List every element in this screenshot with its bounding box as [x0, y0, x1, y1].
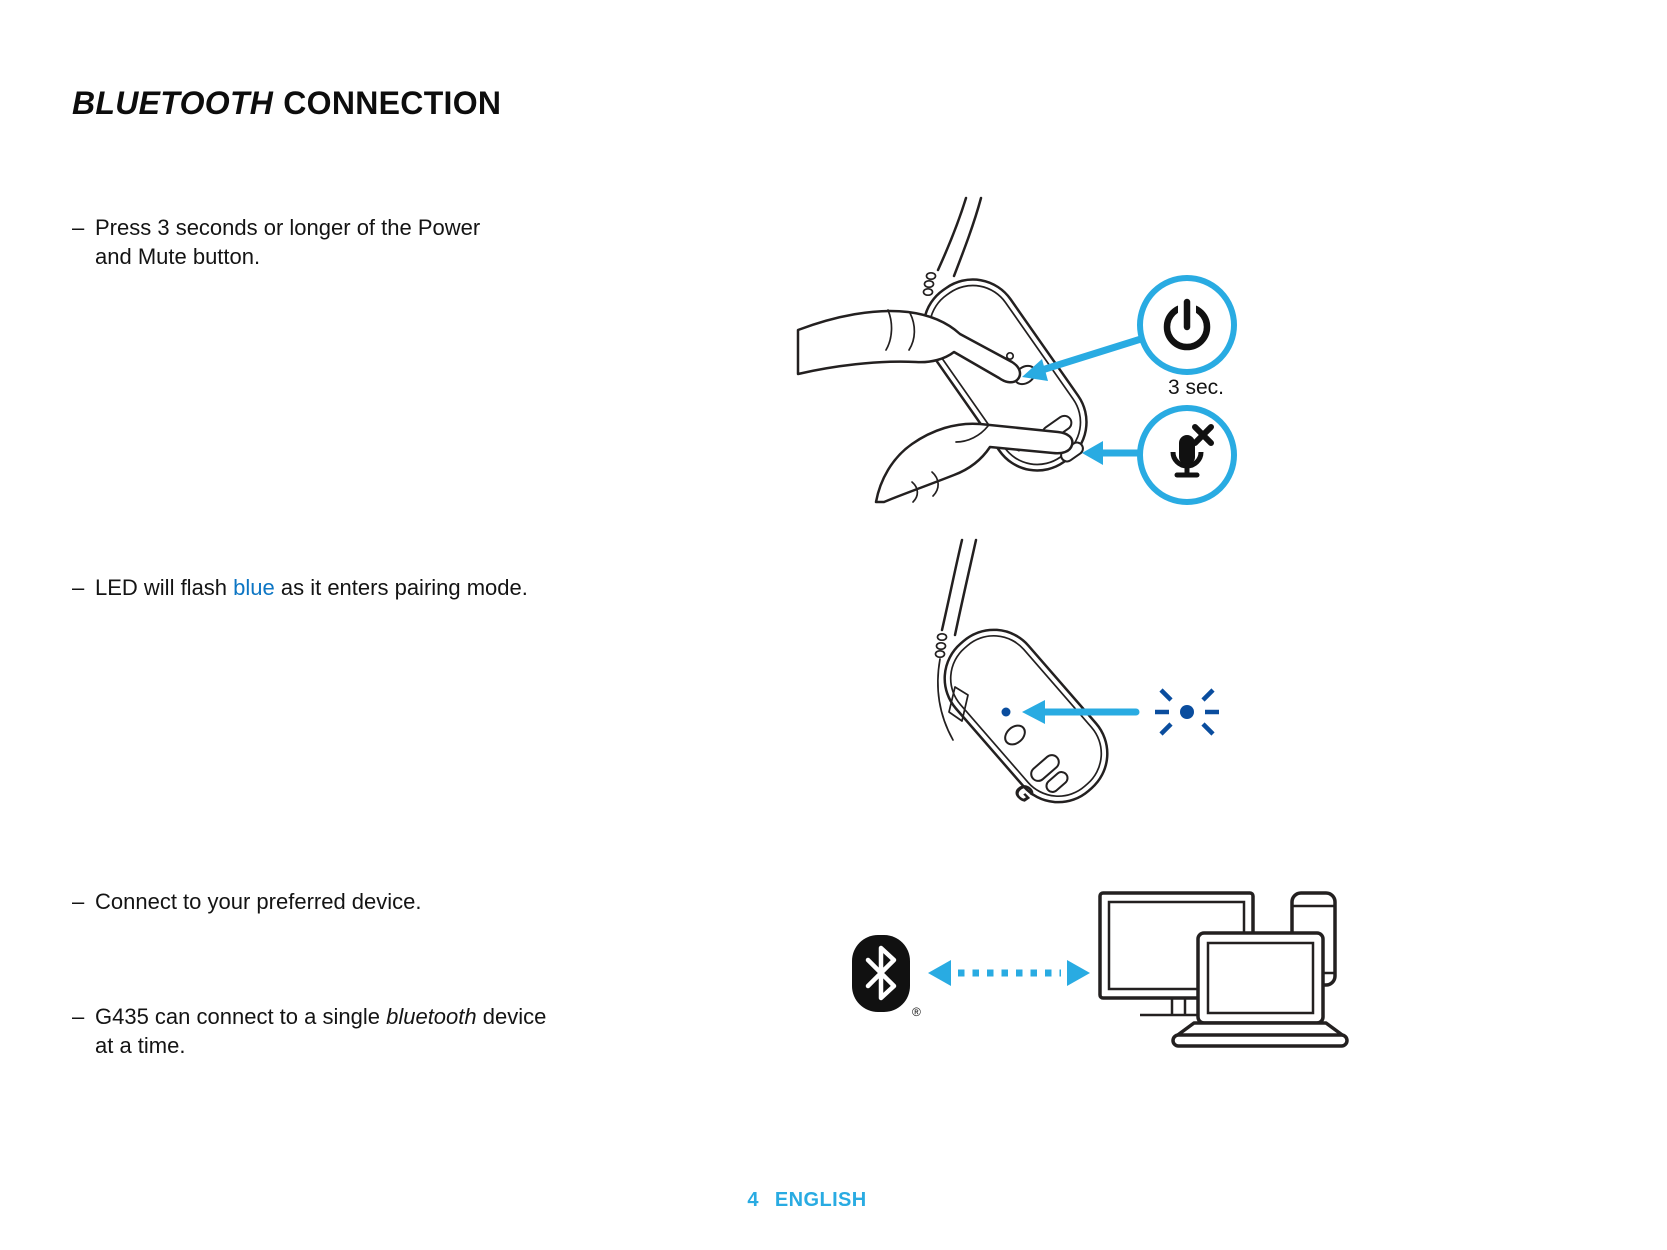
pairing-led-illustration: G — [934, 538, 1219, 808]
status-led — [1001, 707, 1011, 717]
bullet-text: Connect to your preferred device. — [95, 889, 422, 914]
bullet-led-flash: – LED will flash blue as it enters pairi… — [72, 573, 692, 602]
bullet-single-device: – G435 can connect to a single bluetooth… — [72, 1002, 632, 1060]
headset-icon: G — [934, 538, 1109, 808]
page-title-regular: CONNECTION — [283, 85, 502, 122]
bullet-press-power: – Press 3 seconds or longer of the Power… — [72, 213, 555, 271]
mic-mute-icon — [1170, 424, 1214, 478]
bullet-dash: – — [72, 1004, 85, 1029]
power-callout-arrow — [1022, 335, 1145, 381]
led-callout-arrow — [1022, 700, 1140, 724]
bullet-text: G435 can connect to a single bluetooth d… — [95, 1004, 547, 1058]
duration-label: 3 sec. — [1168, 376, 1224, 399]
mute-slider — [1045, 771, 1069, 793]
bullet-connect-device: – Connect to your preferred device. — [72, 887, 692, 916]
language-label: ENGLISH — [774, 1189, 867, 1211]
power-button — [1004, 724, 1026, 746]
page-footer: 4 ENGLISH — [747, 1189, 866, 1212]
power-icon — [1163, 298, 1211, 351]
pairing-double-arrow-icon — [928, 960, 1090, 986]
mute-callout-arrow — [1082, 441, 1144, 465]
page-title-italic: BLUETOOTH — [72, 85, 274, 122]
connect-devices-illustration: ® — [852, 891, 1349, 1048]
led-flash-icon — [1155, 688, 1219, 736]
bullet-dash: – — [72, 575, 85, 600]
registered-mark: ® — [912, 1005, 921, 1019]
hands-pressing-icon — [796, 309, 1074, 504]
bluetooth-icon — [852, 935, 910, 1012]
bullet-dash: – — [72, 889, 85, 914]
page-number: 4 — [747, 1189, 759, 1211]
bullet-dash: – — [72, 215, 85, 240]
bullet-text: Press 3 seconds or longer of the Power a… — [95, 215, 481, 269]
bullet-text: LED will flash blue as it enters pairing… — [95, 575, 528, 600]
volume-rocker — [1030, 754, 1060, 782]
press-buttons-illustration: G 3 sec. — [796, 196, 1237, 505]
laptop-icon — [1171, 931, 1349, 1048]
